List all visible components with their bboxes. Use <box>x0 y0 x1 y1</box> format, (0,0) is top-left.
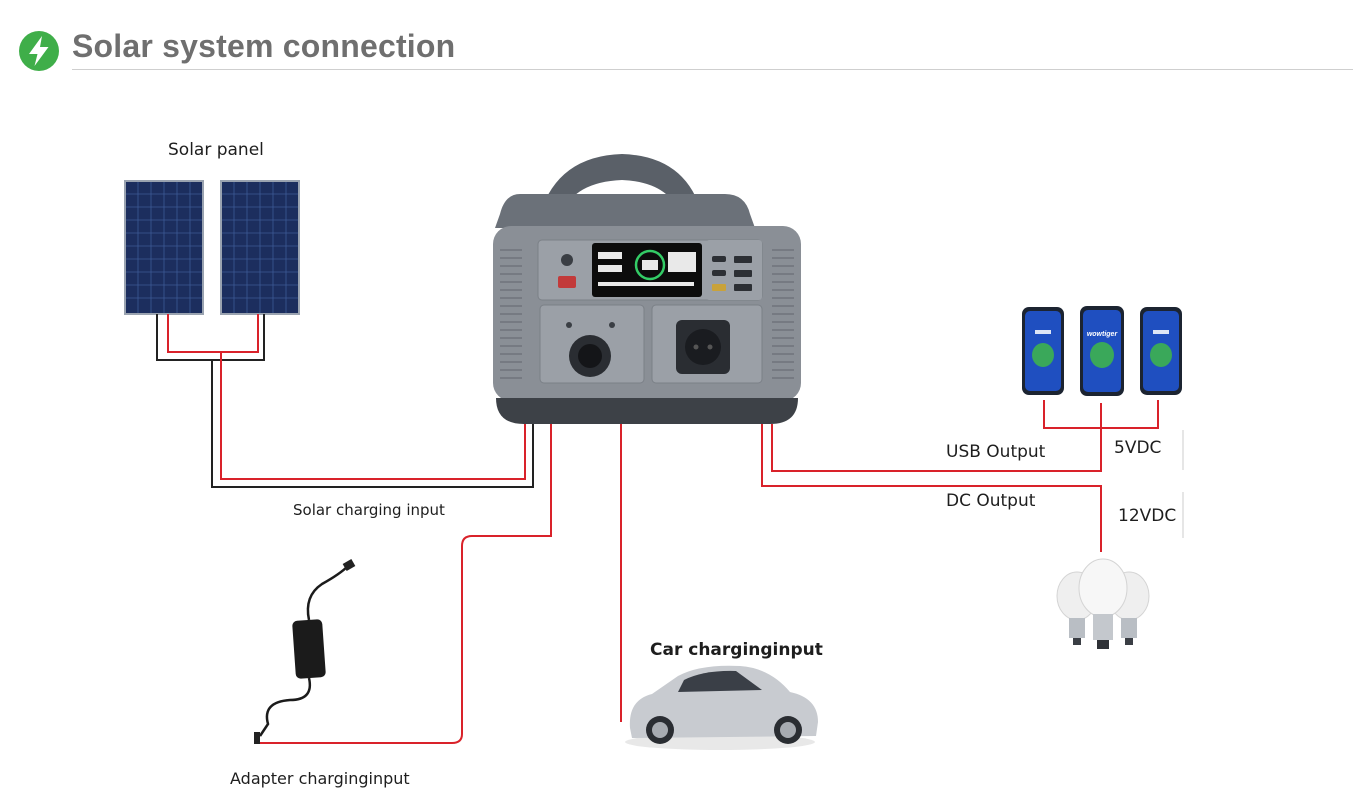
adapter-charging-input-label: Adapter charginginput <box>230 769 410 788</box>
power-station <box>493 154 801 424</box>
car <box>625 665 818 750</box>
solar-panel-left <box>124 180 204 315</box>
solar-cables <box>156 314 534 488</box>
solar-charging-input-label: Solar charging input <box>293 501 445 519</box>
dc-output-cable <box>761 424 1102 552</box>
solar-panel-label: Solar panel <box>168 140 264 160</box>
header-divider <box>72 69 1353 70</box>
adapter-cable <box>260 424 552 744</box>
power-adapter <box>254 559 356 744</box>
light-bulbs <box>1056 558 1150 649</box>
usb-output-cable <box>771 403 1102 472</box>
lightning-bolt-icon <box>19 31 59 71</box>
dc-voltage-label: 12VDC <box>1118 506 1177 526</box>
usb-output-label: USB Output <box>946 442 1046 462</box>
car-charging-input-label: Car charginginput <box>650 640 823 660</box>
usb-branch-cable <box>1043 400 1159 429</box>
page-title: Solar system connection <box>72 28 456 64</box>
phone-1 <box>1022 307 1064 395</box>
solar-panel-right <box>220 180 300 315</box>
section-header: Solar system connection <box>0 0 1353 72</box>
dc-output-label: DC Output <box>946 491 1036 511</box>
phone-2: wowtiger <box>1080 306 1124 396</box>
phone-brand: wowtiger <box>1087 331 1119 338</box>
usb-voltage-label: 5VDC <box>1114 438 1162 458</box>
phone-3 <box>1140 307 1182 395</box>
